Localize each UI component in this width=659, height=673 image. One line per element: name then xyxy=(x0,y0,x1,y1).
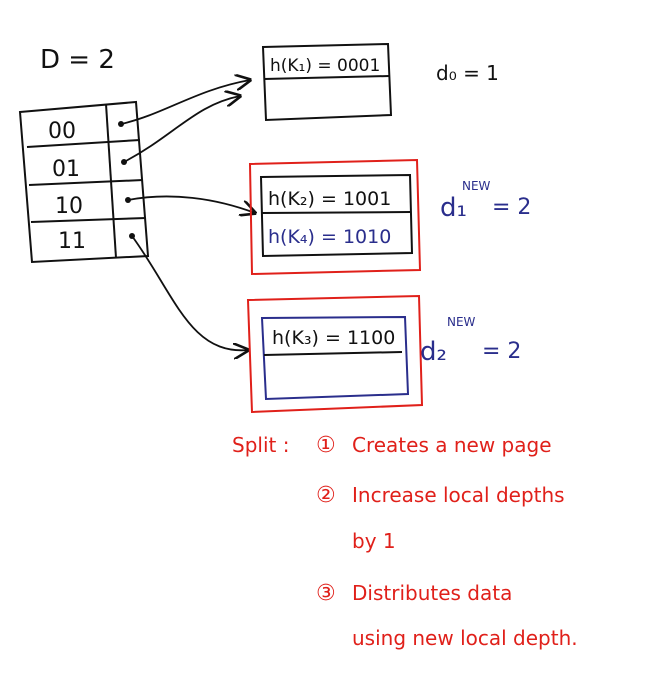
bucket-1-entry-0: h(K₂) = 1001 xyxy=(268,188,391,210)
bucket-2-entry-0: h(K₃) = 1100 xyxy=(272,327,395,349)
directory-slot-label-10: 10 xyxy=(55,194,83,219)
bucket-0: h(K₁) = 0001 d₀ = 1 xyxy=(261,42,499,122)
bucket-1-entry-1: h(K₄) = 1010 xyxy=(268,226,391,248)
arrow-10-to-bucket-1 xyxy=(127,195,255,213)
arrow-01-to-bucket-0 xyxy=(123,96,240,163)
split-step-2-line-1: Increase local depths xyxy=(352,483,565,507)
bucket-0-entry-0: h(K₁) = 0001 xyxy=(270,56,380,76)
split-step-2-marker: ② xyxy=(316,483,336,508)
directory-slot-label-11: 11 xyxy=(58,229,86,254)
split-step-1-line-1: Creates a new page xyxy=(352,433,552,457)
bucket-2-depth-label: d₂ xyxy=(420,337,447,367)
pointer-arrows xyxy=(120,80,255,350)
bucket-1-depth-label: d₁ xyxy=(440,193,467,223)
bucket-1-depth-value: = 2 xyxy=(492,195,531,220)
arrow-00-to-bucket-0 xyxy=(120,80,250,125)
split-step-2-line-2: by 1 xyxy=(352,529,396,553)
directory-slots: 00 01 10 11 xyxy=(48,119,86,254)
bucket-2-depth-value: = 2 xyxy=(482,339,521,364)
arrow-11-to-bucket-2 xyxy=(131,235,248,350)
split-notes: Split : ① Creates a new page ② Increase … xyxy=(232,433,578,650)
bucket-1-depth-superscript: NEW xyxy=(462,179,491,193)
bucket-2: h(K₃) = 1100 d₂ NEW = 2 xyxy=(246,294,521,414)
bucket-1-split-highlight xyxy=(248,158,422,276)
split-heading: Split : xyxy=(232,433,289,457)
bucket-1: h(K₂) = 1001 h(K₄) = 1010 d₁ NEW = 2 xyxy=(248,158,531,276)
bucket-2-depth-superscript: NEW xyxy=(447,315,476,329)
bucket-0-depth-label: d₀ = 1 xyxy=(436,61,499,85)
global-depth-label: D = 2 xyxy=(40,45,115,75)
split-step-1-marker: ① xyxy=(316,433,336,458)
directory xyxy=(18,100,150,264)
split-step-3-line-1: Distributes data xyxy=(352,581,512,605)
directory-slot-label-01: 01 xyxy=(52,157,80,182)
split-step-3-line-2: using new local depth. xyxy=(352,626,578,650)
split-step-3-marker: ③ xyxy=(316,581,336,606)
bucket-2-split-highlight xyxy=(246,294,424,414)
directory-slot-label-00: 00 xyxy=(48,119,76,144)
